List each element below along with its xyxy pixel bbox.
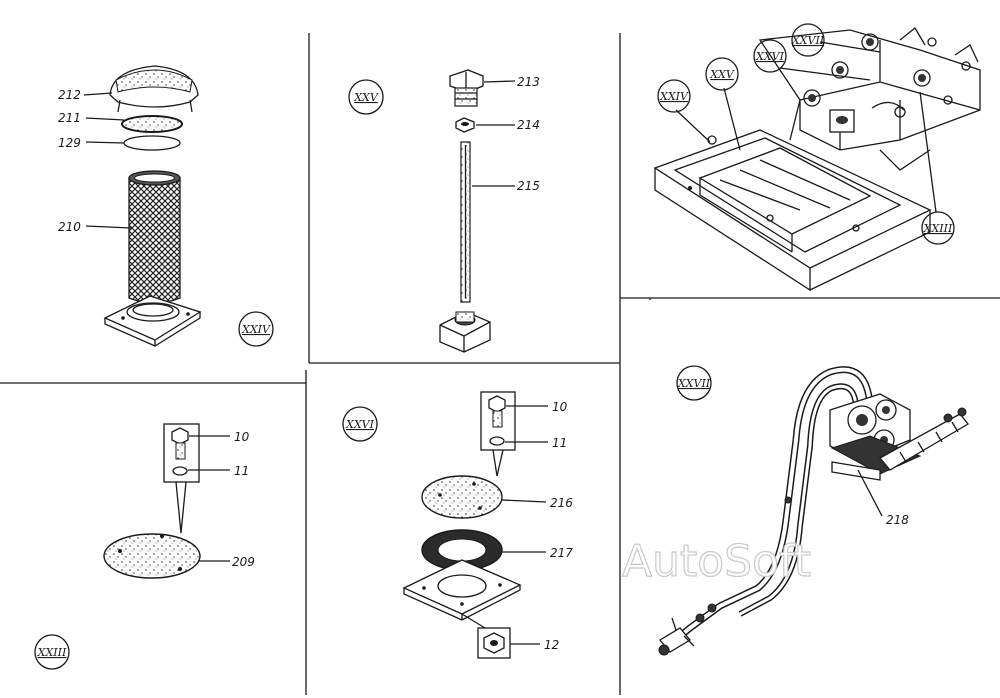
- part-label-213: 213: [517, 75, 540, 89]
- washer-11-xxiii: [172, 466, 188, 476]
- section-label-xxiii: XXIII: [37, 646, 67, 659]
- stud-base-block: [439, 311, 491, 353]
- part-label-211: 211: [58, 111, 81, 125]
- chassis-frame: [649, 129, 932, 300]
- stud-215: [460, 141, 471, 303]
- part-label-215: 215: [517, 179, 540, 193]
- filler-cap-212: [109, 65, 199, 113]
- callout-label-xxv: XXV: [709, 68, 735, 81]
- o-ring-129: [123, 135, 181, 151]
- callout-label-xxiii: XXIII: [923, 222, 953, 235]
- callout-xxiv: [657, 79, 691, 113]
- part-label-10-xxvi: 10: [552, 400, 568, 414]
- upper-bracket-assembly: [758, 27, 981, 171]
- bolt-10-xxiii: [171, 427, 189, 460]
- section-label-xxvi: XXVI: [345, 418, 375, 431]
- callout-label-xxvii: XXVII: [791, 34, 825, 47]
- panel-xxiv: 212 211 129 210 XXIV: [58, 65, 274, 347]
- part-label-129: 129: [58, 136, 81, 150]
- part-label-11-xxiii: 11: [234, 464, 249, 478]
- part-label-11-xxvi: 11: [552, 436, 567, 450]
- mounting-flange: [402, 559, 522, 621]
- nut-12: [483, 632, 505, 654]
- callout-xxiii: [921, 211, 955, 245]
- panel-xxv: XXV 213 214 215: [348, 69, 540, 353]
- part-label-214: 214: [517, 118, 540, 132]
- bolt-10-xxvi: [488, 395, 506, 428]
- part-label-12: 12: [544, 638, 559, 652]
- part-label-210: 210: [58, 220, 81, 234]
- part-label-10-xxiii: 10: [234, 430, 250, 444]
- filter-element-210: [128, 170, 181, 304]
- panel-frame-overview: XXIV XXV XXVI XXVII XXIII: [649, 23, 981, 300]
- gasket-211: [121, 115, 183, 133]
- part-label-216: 216: [550, 496, 573, 510]
- section-label-xxv: XXV: [353, 91, 379, 104]
- panel-dividers: [0, 33, 1000, 695]
- callout-label-xxvi: XXVI: [755, 50, 785, 63]
- callout-xxvi: [753, 39, 787, 73]
- cover-plate-216: [421, 475, 503, 519]
- part-label-217: 217: [550, 546, 573, 560]
- panel-xxvi: XXVI: [342, 391, 573, 659]
- hydraulic-line-218: [658, 366, 874, 656]
- section-label-xxvii: XXVII: [677, 377, 711, 390]
- panel-xxiii: 10 11 209 XXIII: [34, 423, 255, 670]
- part-label-212: 212: [58, 88, 81, 102]
- valve-block-assembly: [829, 393, 969, 481]
- callout-xxvii: [791, 23, 825, 57]
- nut-214: [455, 117, 475, 133]
- callout-xxv: [705, 57, 739, 91]
- watermark: AutoSoft: [622, 536, 811, 587]
- washer-11-xxvi: [489, 436, 505, 446]
- part-label-209: 209: [232, 555, 255, 569]
- callout-label-xxiv: XXIV: [659, 90, 689, 103]
- section-label-xxiv: XXIV: [241, 323, 271, 336]
- cover-plate-209: [103, 533, 201, 579]
- plug-213: [449, 69, 484, 107]
- panel-xxvii: XXVII: [658, 365, 969, 656]
- part-label-218: 218: [886, 513, 909, 527]
- filter-base-plate: [103, 295, 202, 347]
- gasket-217: [421, 529, 503, 571]
